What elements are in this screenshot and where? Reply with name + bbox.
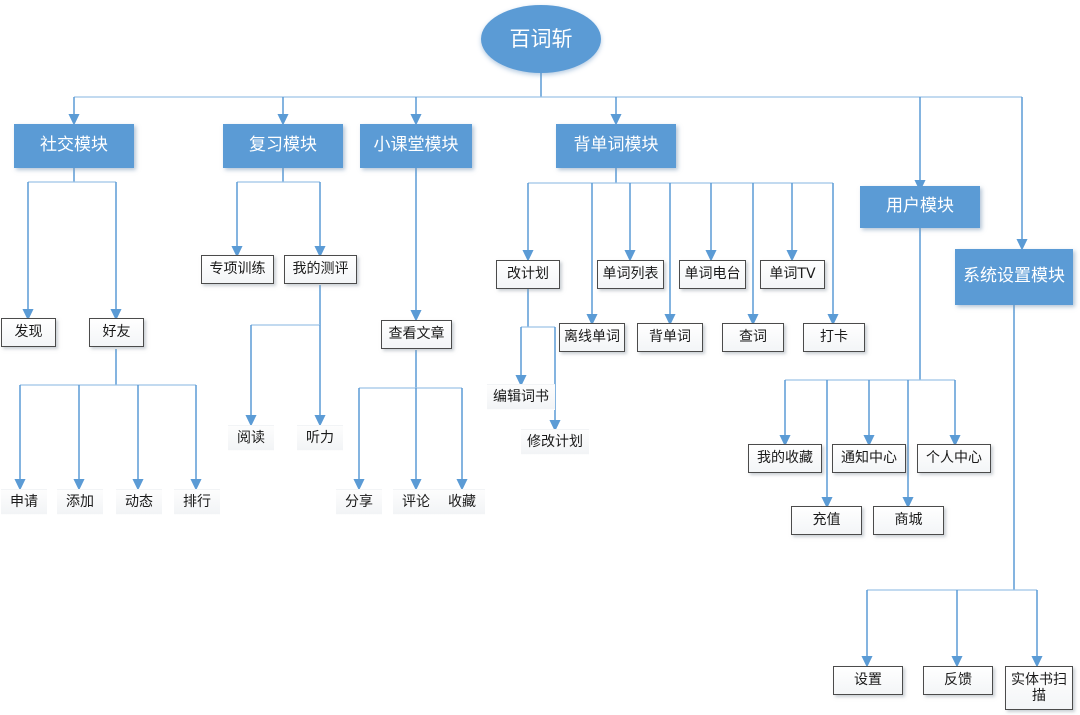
- node-favorite[interactable]: 收藏: [439, 489, 485, 515]
- node-check-in[interactable]: 打卡: [803, 323, 865, 352]
- module-review[interactable]: 复习模块: [223, 124, 343, 168]
- node-modify-plan[interactable]: 修改计划: [521, 429, 589, 455]
- node-word-tv[interactable]: 单词TV: [760, 260, 825, 289]
- node-listening[interactable]: 听力: [297, 425, 343, 451]
- node-special-training[interactable]: 专项训练: [201, 255, 274, 284]
- module-social[interactable]: 社交模块: [14, 124, 134, 168]
- node-memorize-words[interactable]: 背单词: [637, 323, 703, 352]
- node-my-favorites[interactable]: 我的收藏: [748, 444, 822, 473]
- node-ranking[interactable]: 排行: [174, 489, 220, 515]
- node-my-assessment[interactable]: 我的测评: [284, 255, 357, 284]
- node-personal-center[interactable]: 个人中心: [917, 444, 991, 473]
- node-settings[interactable]: 设置: [833, 666, 903, 695]
- node-recharge[interactable]: 充值: [791, 506, 862, 535]
- node-lookup-word[interactable]: 查词: [722, 323, 784, 352]
- node-share[interactable]: 分享: [336, 489, 382, 515]
- node-notification-center[interactable]: 通知中心: [832, 444, 906, 473]
- node-discover[interactable]: 发现: [1, 318, 56, 347]
- module-user[interactable]: 用户模块: [860, 186, 980, 228]
- node-book-scan[interactable]: 实体书扫描: [1005, 666, 1073, 710]
- node-apply[interactable]: 申请: [1, 489, 47, 515]
- node-edit-wordbook[interactable]: 编辑词书: [487, 384, 555, 410]
- root-node-baicizhan[interactable]: 百词斩: [481, 5, 601, 73]
- node-view-article[interactable]: 查看文章: [381, 320, 452, 349]
- node-change-plan[interactable]: 改计划: [496, 260, 560, 289]
- node-reading[interactable]: 阅读: [228, 425, 274, 451]
- node-word-radio[interactable]: 单词电台: [679, 260, 746, 289]
- node-store[interactable]: 商城: [873, 506, 944, 535]
- node-add[interactable]: 添加: [57, 489, 103, 515]
- node-word-list[interactable]: 单词列表: [597, 260, 664, 289]
- node-offline-words[interactable]: 离线单词: [559, 323, 625, 352]
- node-feedback[interactable]: 反馈: [923, 666, 993, 695]
- module-classroom[interactable]: 小课堂模块: [360, 124, 472, 168]
- node-friends[interactable]: 好友: [89, 318, 144, 347]
- node-feed[interactable]: 动态: [116, 489, 162, 515]
- module-memorize-words[interactable]: 背单词模块: [556, 124, 676, 168]
- module-system-settings[interactable]: 系统设置模块: [955, 249, 1073, 305]
- node-comment[interactable]: 评论: [393, 489, 439, 515]
